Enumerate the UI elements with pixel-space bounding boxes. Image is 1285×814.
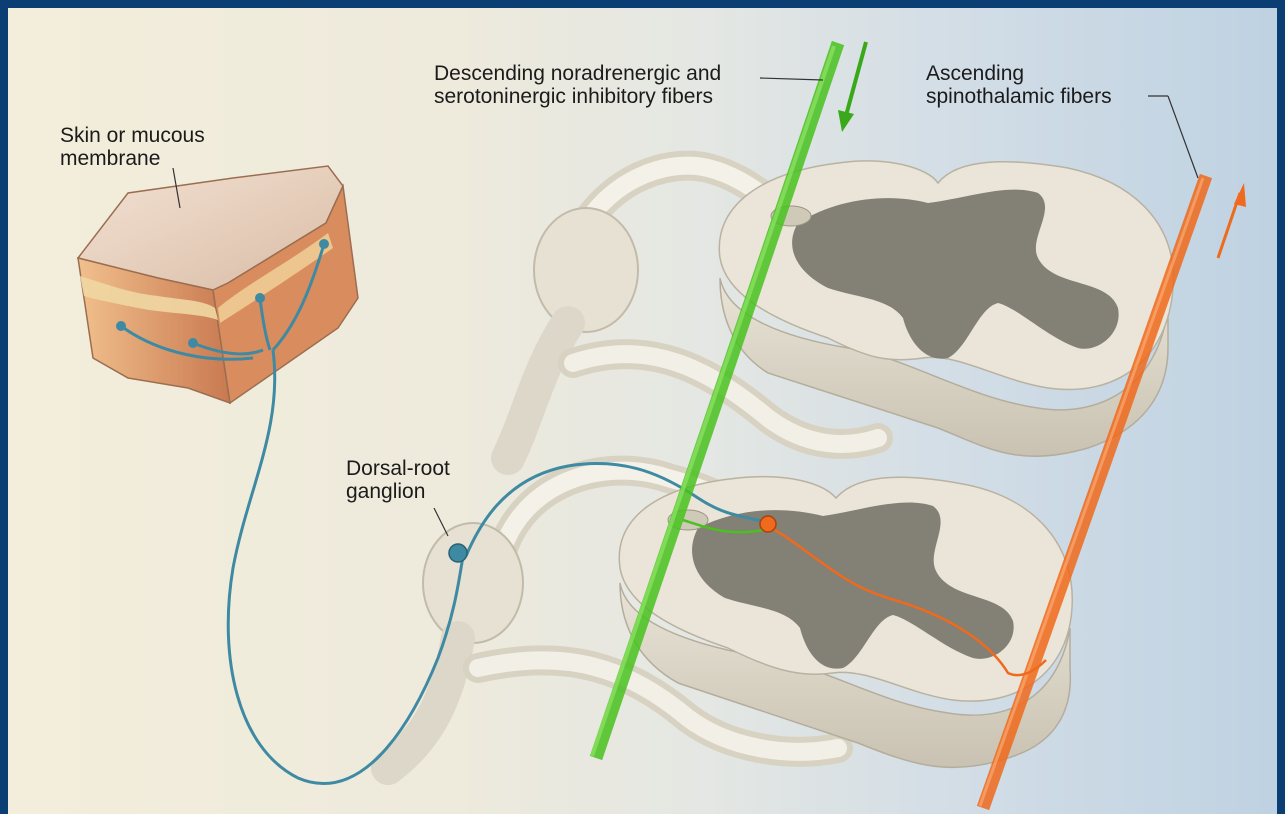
descending-arrow-shaft xyxy=(844,42,866,123)
ascending-fibers-label: Ascending spinothalamic fibers xyxy=(926,62,1112,108)
descending-arrow-head xyxy=(838,110,854,132)
skin-receptor-dot xyxy=(255,293,265,303)
descending-fibers-label: Descending noradrenergic and serotoniner… xyxy=(434,62,721,108)
lower-spinal-nerve-trunk xyxy=(388,638,458,768)
skin-block xyxy=(78,166,358,403)
upper-dorsal-root-ganglion xyxy=(534,208,638,332)
ascending-leader-line-drop xyxy=(1168,96,1198,178)
skin-receptor-dot xyxy=(116,321,126,331)
sensory-cell-body xyxy=(449,544,467,562)
dorsal-root-ganglion-label: Dorsal-root ganglion xyxy=(346,457,450,503)
drg-leader-line xyxy=(434,508,448,536)
upper-spinal-nerve-trunk xyxy=(508,323,568,458)
skin-receptor-dot xyxy=(319,239,329,249)
skin-label: Skin or mucous membrane xyxy=(60,124,205,170)
skin-receptor-dot xyxy=(188,338,198,348)
second-order-neuron-body xyxy=(760,516,776,532)
diagram-frame: Skin or mucous membrane Dorsal-root gang… xyxy=(8,8,1277,814)
descending-leader-line xyxy=(760,78,823,80)
ascending-arrow-head xyxy=(1234,183,1246,207)
